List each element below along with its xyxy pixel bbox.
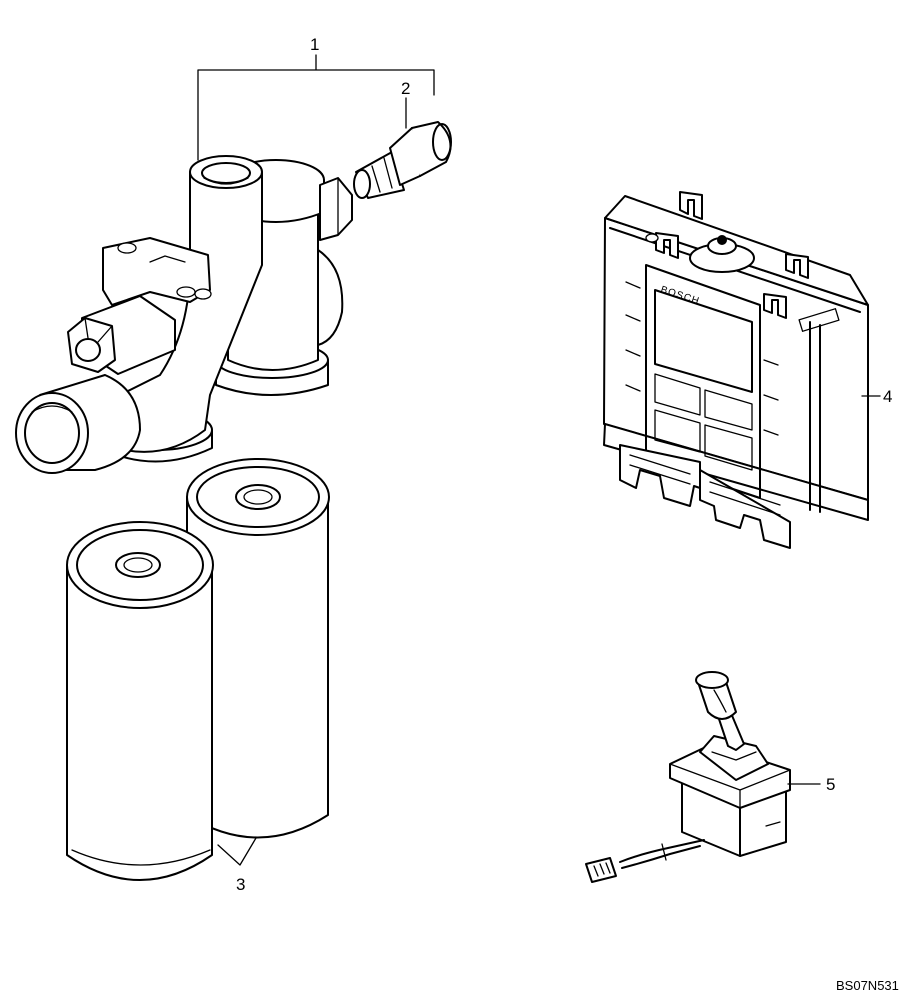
filter-cartridges bbox=[66, 458, 330, 881]
drawing-code: BS07N531 bbox=[836, 978, 899, 993]
callout-2: 2 bbox=[401, 79, 410, 98]
filter-cartridge-front bbox=[66, 521, 214, 881]
callout-4: 4 bbox=[883, 387, 892, 406]
callout-1: 1 bbox=[310, 35, 319, 54]
callout-3: 3 bbox=[236, 875, 245, 894]
filter-head-assembly bbox=[15, 155, 353, 474]
hose-fitting bbox=[353, 121, 452, 199]
filter-cartridge-rear bbox=[186, 458, 330, 839]
control-unit: BOSCH bbox=[603, 191, 869, 549]
callout-5: 5 bbox=[826, 775, 835, 794]
callout-leaders bbox=[197, 54, 881, 866]
joystick-lever bbox=[585, 671, 791, 883]
